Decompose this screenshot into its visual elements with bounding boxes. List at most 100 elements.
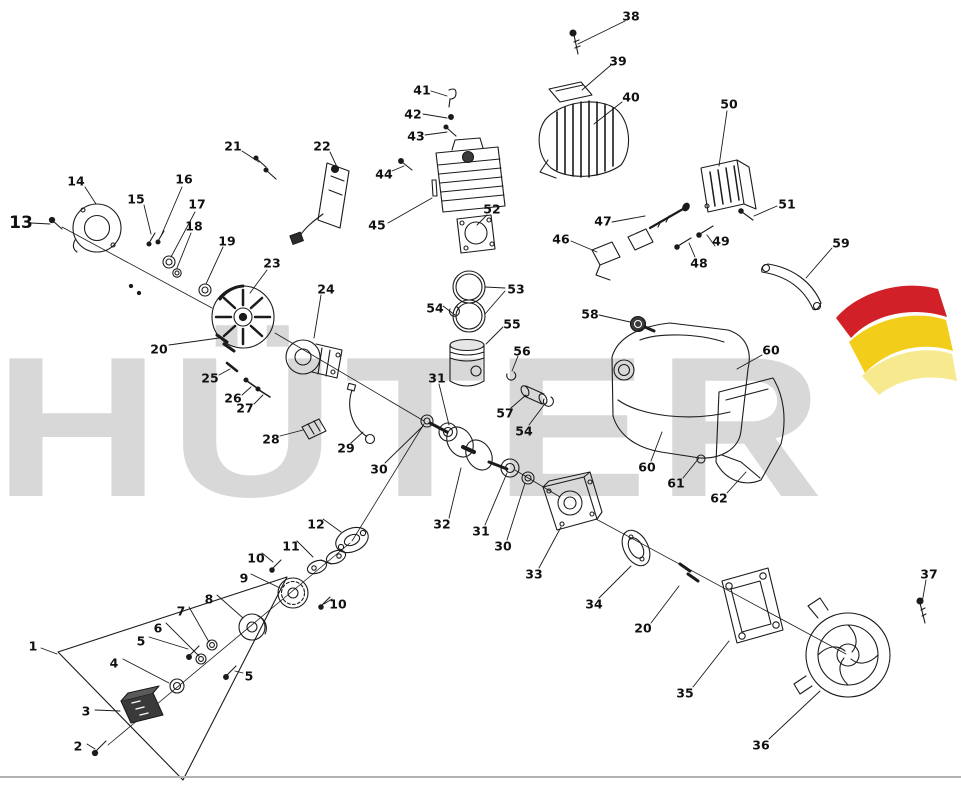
part-6-washer xyxy=(195,653,207,665)
part-28-spacer xyxy=(301,418,327,440)
part-40-engine-cover xyxy=(538,100,630,179)
part-label-24: 24 xyxy=(317,281,335,297)
part-11-clutch-shoes xyxy=(306,549,347,575)
part-label-9: 9 xyxy=(239,570,249,586)
part-label-51: 51 xyxy=(778,196,796,212)
part-label-11: 11 xyxy=(282,538,300,554)
part-label-46: 46 xyxy=(552,231,570,247)
part-35-gasket-plate xyxy=(721,567,784,644)
part-7-nut xyxy=(206,639,218,651)
part-25-26-27-screws xyxy=(225,361,271,398)
part-48-49-screws xyxy=(674,225,714,250)
part-label-26: 26 xyxy=(224,390,242,406)
part-label-57: 57 xyxy=(496,405,514,421)
part-label-19: 19 xyxy=(218,233,236,249)
part-51-screw xyxy=(738,208,754,221)
part-label-43: 43 xyxy=(407,128,425,144)
part-label-23: 23 xyxy=(263,255,281,271)
part-57-wrist-pin xyxy=(520,385,548,405)
part-15-16-screws xyxy=(128,230,165,296)
part-38-screw xyxy=(569,29,581,55)
part-34-cover-plate xyxy=(621,529,651,567)
part-label-45: 45 xyxy=(368,217,386,233)
part-5-screws xyxy=(186,645,237,680)
part-label-25: 25 xyxy=(201,370,219,386)
part-label-54: 54 xyxy=(426,300,444,316)
part-22-ignition-coil xyxy=(289,162,350,245)
leader-lines xyxy=(30,20,927,750)
part-label-6: 6 xyxy=(153,620,163,636)
part-label-60: 60 xyxy=(638,459,656,475)
part-label-47: 47 xyxy=(594,213,612,229)
part-47-clamp-screw xyxy=(627,202,690,251)
part-label-4: 4 xyxy=(109,655,119,671)
part-3-clutch-block xyxy=(120,685,164,724)
part-label-27: 27 xyxy=(236,400,254,416)
part-36-recoil-starter xyxy=(793,597,891,698)
part-54-circlips xyxy=(448,306,554,407)
part-46-bracket xyxy=(591,241,621,281)
assembly-axis-lines xyxy=(61,226,847,746)
part-20-bolts xyxy=(215,333,236,353)
part-label-20: 20 xyxy=(150,341,168,357)
part-label-36: 36 xyxy=(752,737,770,753)
part-1-guard-outline xyxy=(57,576,288,781)
part-label-58: 58 xyxy=(581,306,599,322)
part-label-31: 31 xyxy=(428,370,446,386)
part-label-10: 10 xyxy=(329,596,347,612)
part-label-8: 8 xyxy=(204,591,214,607)
part-label-53: 53 xyxy=(507,281,525,297)
part-29-lead-wire xyxy=(346,382,376,445)
part-label-1: 1 xyxy=(28,638,38,654)
part-label-39: 39 xyxy=(609,53,627,69)
part-label-7: 7 xyxy=(176,603,186,619)
part-62-cover xyxy=(715,377,785,484)
part-label-22: 22 xyxy=(313,138,331,154)
part-60-61-fuel-tank xyxy=(611,322,750,464)
part-21-screws xyxy=(253,155,277,180)
part-label-28: 28 xyxy=(262,431,280,447)
part-label-59: 59 xyxy=(832,235,850,251)
part-label-49: 49 xyxy=(712,233,730,249)
huter-flag-logo xyxy=(836,285,957,395)
part-10-screws xyxy=(269,559,331,610)
part-12-flange xyxy=(335,526,369,554)
part-14-fan-cover xyxy=(72,203,122,253)
huter-watermark: HÜTER xyxy=(0,316,833,539)
part-label-38: 38 xyxy=(622,8,640,24)
part-13-screw xyxy=(48,216,63,230)
part-44-screw xyxy=(398,158,413,171)
part-label-41: 41 xyxy=(413,82,431,98)
part-label-18: 18 xyxy=(185,218,203,234)
part-label-33: 33 xyxy=(525,566,543,582)
part-20-bolts-2 xyxy=(678,562,700,583)
part-label-54: 54 xyxy=(515,423,533,439)
part-label-14: 14 xyxy=(67,173,85,189)
part-label-31: 31 xyxy=(472,523,490,539)
part-59-handle-bracket xyxy=(761,263,822,311)
part-label-15: 15 xyxy=(127,191,145,207)
part-label-35: 35 xyxy=(676,685,694,701)
part-label-61: 61 xyxy=(667,475,685,491)
part-52-gasket xyxy=(456,214,496,254)
part-45-cylinder xyxy=(431,137,506,213)
part-19-washer xyxy=(198,283,212,297)
part-label-20: 20 xyxy=(634,620,652,636)
footer-divider xyxy=(0,776,961,778)
part-23-flywheel xyxy=(211,284,275,349)
part-label-17: 17 xyxy=(188,196,206,212)
part-41-42-43-fasteners xyxy=(443,88,457,137)
part-2-screw xyxy=(91,740,107,757)
part-56-clip xyxy=(506,371,517,381)
logo-red-band xyxy=(836,285,947,338)
part-label-55: 55 xyxy=(503,316,521,332)
part-label-60: 60 xyxy=(762,342,780,358)
part-32-crankshaft xyxy=(428,421,509,471)
logo-yellow-light-band xyxy=(862,350,957,395)
part-label-29: 29 xyxy=(337,440,355,456)
part-label-48: 48 xyxy=(690,255,708,271)
part-33-crankcase xyxy=(542,471,603,531)
part-label-52: 52 xyxy=(483,201,501,217)
part-label-30: 30 xyxy=(494,538,512,554)
